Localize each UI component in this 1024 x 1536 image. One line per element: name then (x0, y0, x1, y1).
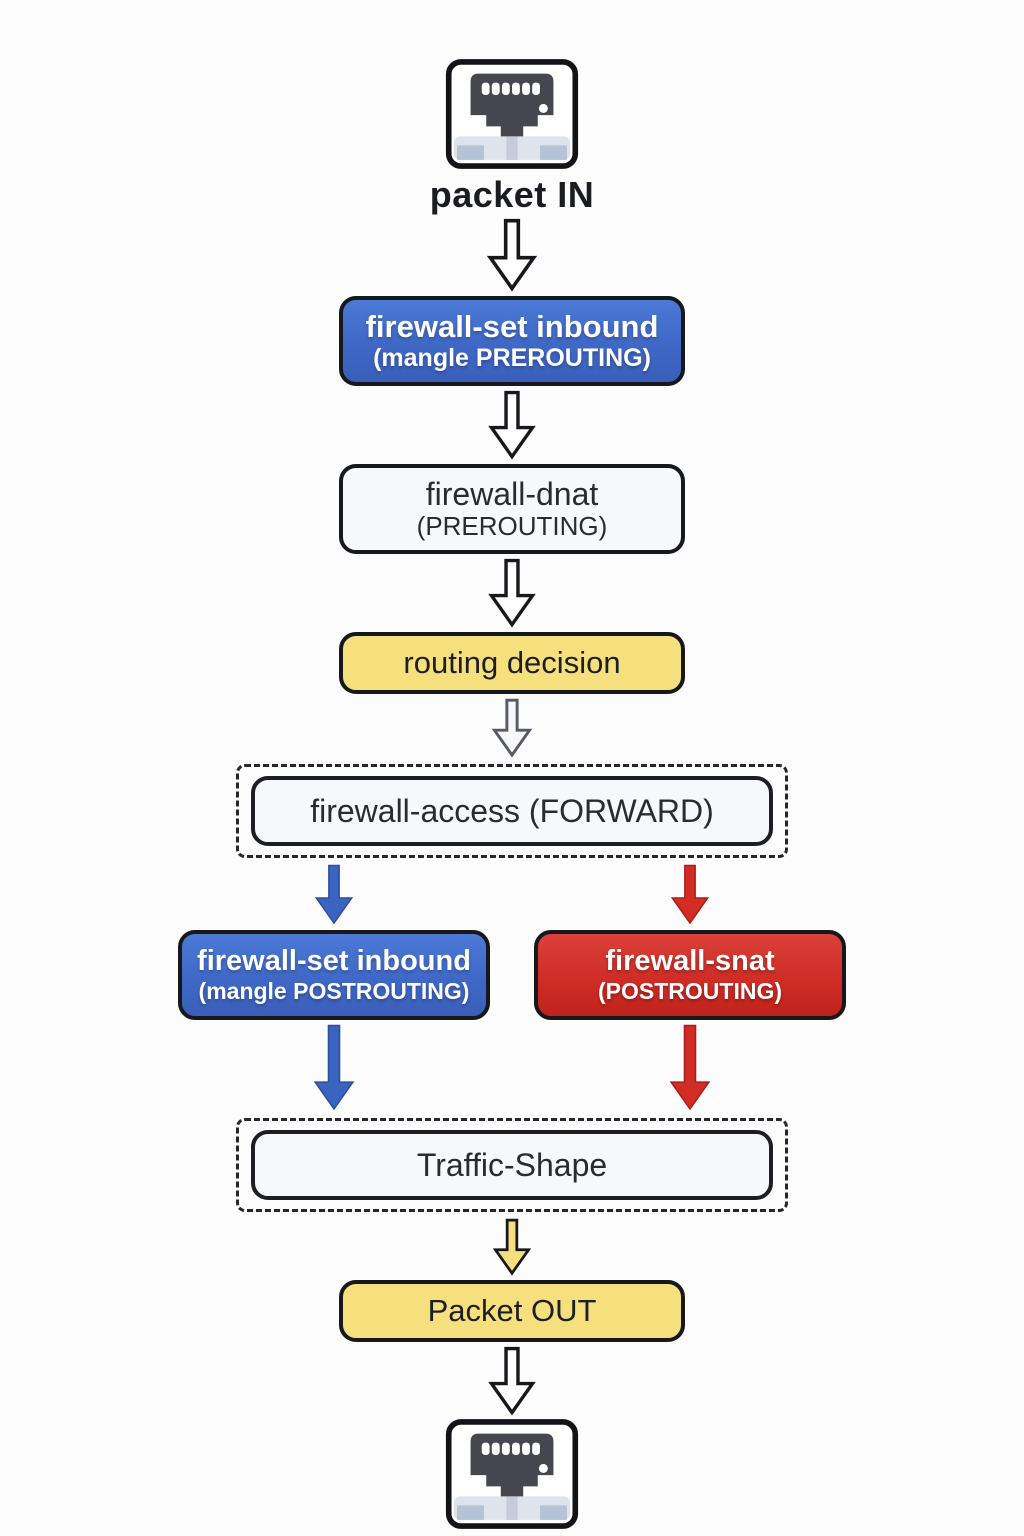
arrow-down-icon (488, 1346, 536, 1416)
red-arrow-down-icon (669, 1024, 711, 1111)
node-firewall-set-inbound-postrouting: firewall-set inbound (mangle POSTROUTING… (178, 930, 490, 1020)
packet-in-label: packet IN (429, 174, 595, 215)
arrow-down-icon (488, 390, 536, 460)
arrow-down-icon (486, 218, 538, 292)
node-line1: firewall-snat (605, 945, 775, 978)
node-firewall-dnat: firewall-dnat (PREROUTING) (339, 464, 685, 554)
node-line2: (mangle POSTROUTING) (198, 978, 470, 1005)
ethernet-port-icon (443, 1418, 581, 1530)
ethernet-port-icon (443, 58, 581, 170)
node-line1: firewall-set inbound (365, 308, 659, 344)
node-line2: (POSTROUTING) (598, 978, 782, 1005)
node-firewall-set-inbound-prerouting: firewall-set inbound (mangle PREROUTING) (339, 296, 685, 386)
node-firewall-access-wrapper: firewall-access (FORWARD) (236, 764, 788, 858)
node-traffic-shape: Traffic-Shape (251, 1130, 773, 1200)
node-traffic-shape-wrapper: Traffic-Shape (236, 1118, 788, 1212)
node-label: Packet OUT (427, 1293, 597, 1329)
node-firewall-snat: firewall-snat (POSTROUTING) (534, 930, 846, 1020)
node-line1: firewall-set inbound (197, 945, 471, 978)
yellow-arrow-down-icon (492, 1218, 532, 1276)
branch-row: firewall-set inbound (mangle POSTROUTING… (178, 862, 846, 1114)
node-label: routing decision (403, 645, 621, 681)
node-firewall-access: firewall-access (FORWARD) (251, 776, 773, 846)
red-arrow-down-icon (670, 864, 710, 925)
arrow-down-icon (488, 558, 536, 628)
blue-arrow-down-icon (313, 1024, 355, 1111)
blue-arrow-down-icon (314, 864, 354, 925)
branch-left: firewall-set inbound (mangle POSTROUTING… (178, 862, 490, 1114)
arrow-down-icon (491, 698, 533, 758)
node-line2: (mangle PREROUTING) (373, 344, 651, 373)
node-routing-decision: routing decision (339, 632, 685, 694)
node-packet-out: Packet OUT (339, 1280, 685, 1342)
branch-right: firewall-snat (POSTROUTING) (534, 862, 846, 1114)
node-line1: firewall-dnat (425, 475, 599, 512)
node-line2: (PREROUTING) (416, 511, 608, 542)
